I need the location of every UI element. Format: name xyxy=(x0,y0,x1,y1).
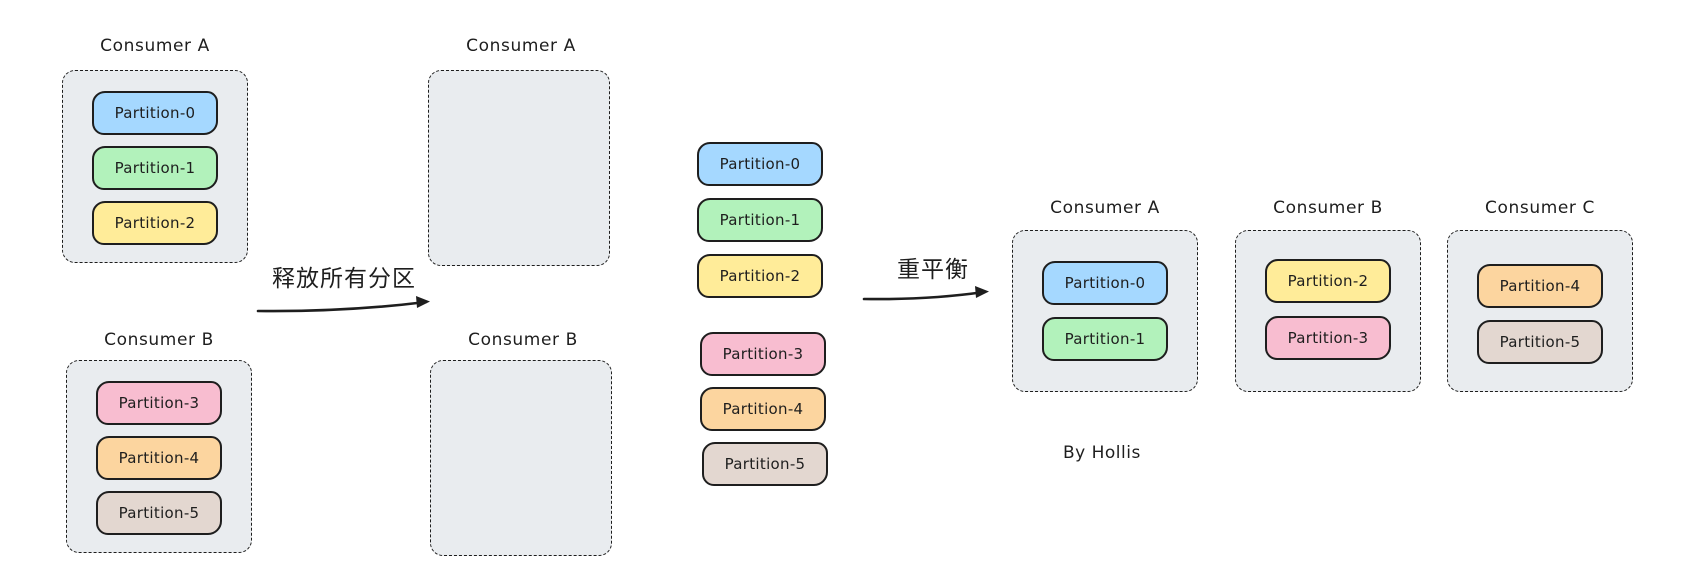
before-consumer-a-box: Partition-0 Partition-1 Partition-2 xyxy=(62,70,248,263)
released-consumer-a-box xyxy=(428,70,610,266)
after-consumer-a-title: Consumer A xyxy=(1050,198,1160,218)
partition-0-pill: Partition-0 xyxy=(92,91,218,135)
free-partition-2-pill: Partition-2 xyxy=(697,254,823,298)
released-consumer-b-title: Consumer B xyxy=(468,330,578,350)
partition-1-pill: Partition-1 xyxy=(1042,317,1168,361)
free-partition-1-pill: Partition-1 xyxy=(697,198,823,242)
free-partition-3-pill: Partition-3 xyxy=(700,332,826,376)
after-consumer-a-box: Partition-0 Partition-1 xyxy=(1012,230,1198,392)
free-partition-0-pill: Partition-0 xyxy=(697,142,823,186)
released-consumer-a-title: Consumer A xyxy=(466,36,576,56)
release-arrow xyxy=(256,296,430,313)
author-signature: By Hollis xyxy=(1063,443,1141,463)
free-partition-5-pill: Partition-5 xyxy=(702,442,828,486)
after-consumer-b-title: Consumer B xyxy=(1273,198,1383,218)
partition-1-pill: Partition-1 xyxy=(92,146,218,190)
rebalance-arrow-label: 重平衡 xyxy=(897,257,969,283)
after-consumer-c-title: Consumer C xyxy=(1485,198,1595,218)
partition-3-pill: Partition-3 xyxy=(1265,316,1391,360)
free-partition-4-pill: Partition-4 xyxy=(700,387,826,431)
partition-0-pill: Partition-0 xyxy=(1042,261,1168,305)
partition-3-pill: Partition-3 xyxy=(96,381,222,425)
released-consumer-b-box xyxy=(430,360,612,556)
partition-5-pill: Partition-5 xyxy=(96,491,222,535)
partition-4-pill: Partition-4 xyxy=(1477,264,1603,308)
after-consumer-b-box: Partition-2 Partition-3 xyxy=(1235,230,1421,392)
before-consumer-b-title: Consumer B xyxy=(104,330,214,350)
before-consumer-a-title: Consumer A xyxy=(100,36,210,56)
partition-5-pill: Partition-5 xyxy=(1477,320,1603,364)
before-consumer-b-box: Partition-3 Partition-4 Partition-5 xyxy=(66,360,252,553)
after-consumer-c-box: Partition-4 Partition-5 xyxy=(1447,230,1633,392)
partition-4-pill: Partition-4 xyxy=(96,436,222,480)
partition-2-pill: Partition-2 xyxy=(1265,259,1391,303)
rebalance-arrow xyxy=(862,286,989,301)
partition-2-pill: Partition-2 xyxy=(92,201,218,245)
release-arrow-label: 释放所有分区 xyxy=(272,266,416,292)
